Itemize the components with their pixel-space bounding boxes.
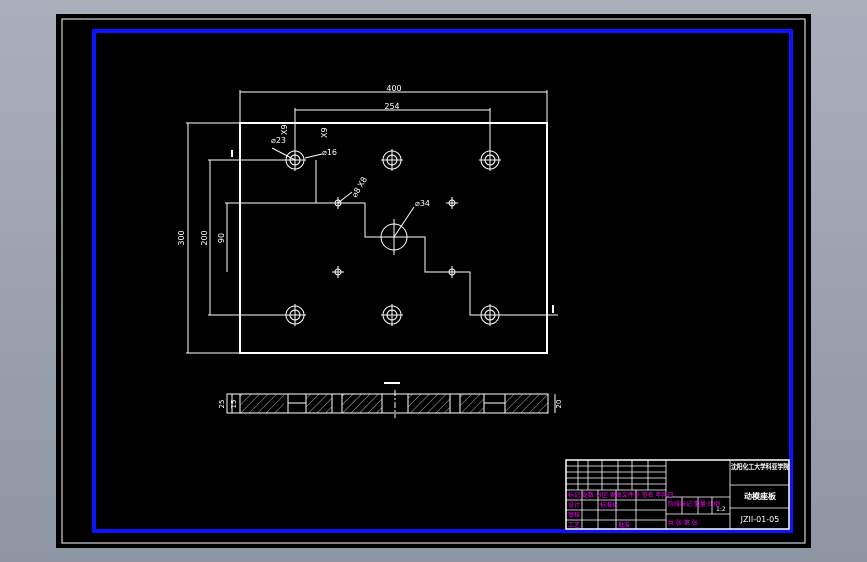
- title-stage-label: 阶段标记 重量 比例: [668, 500, 720, 508]
- title-review-label: 审核: [568, 511, 580, 519]
- callout-center-hole: ⌀34: [415, 199, 430, 208]
- dim-overall-height: 300: [177, 230, 186, 245]
- callout-qty-x9-b: X9: [320, 127, 329, 138]
- title-approve-label: 批准: [618, 521, 630, 529]
- section-view: [226, 382, 556, 418]
- title-sheet-label: 共 张 第 张: [668, 519, 698, 527]
- dim-side-thickness: 25: [218, 400, 226, 409]
- dim-hole-spacing: 254: [384, 102, 399, 111]
- callout-counterbore-inner: ⌀16: [322, 148, 337, 157]
- section-labels: 25 15 20: [218, 400, 563, 409]
- counterbore-hole: [479, 304, 501, 326]
- outer-frame: [61, 18, 806, 544]
- callout-counterbore-outer: ⌀23: [271, 136, 286, 145]
- title-design-label: 设计: [568, 501, 580, 509]
- title-part-name: 动模座板: [744, 491, 777, 501]
- plate-outline: [239, 122, 548, 354]
- title-revision-note: 标记 处数 分区 更改文件号 签名 年月日: [568, 491, 674, 499]
- counterbore-hole: [381, 149, 403, 171]
- callout-qty-x9-a: X9: [280, 124, 289, 135]
- title-drawing-no: JZII-01-05: [740, 515, 780, 524]
- small-hole: [332, 266, 344, 278]
- title-std-label: 标准化: [600, 501, 618, 509]
- dim-side-right: 20: [555, 400, 563, 409]
- counterbore-hole: [381, 304, 403, 326]
- title-block: 标记 处数 分区 更改文件号 签名 年月日 设计 标准化 审核 工艺 批准 阶段…: [565, 459, 790, 530]
- small-hole: [446, 197, 458, 209]
- counterbore-hole: [284, 304, 306, 326]
- counterbore-hole: [479, 149, 501, 171]
- small-hole: [446, 266, 458, 278]
- plan-view: [186, 90, 558, 354]
- title-scale: 1:2: [716, 506, 726, 513]
- inner-frame: [92, 29, 793, 533]
- dim-vertical-200: 200: [200, 230, 209, 245]
- dim-overall-width: 400: [386, 84, 401, 93]
- dim-vertical-90: 90: [217, 233, 226, 243]
- drawing-sheet: [56, 14, 811, 548]
- dim-side-inner: 15: [230, 400, 238, 409]
- title-process-label: 工艺: [568, 521, 580, 529]
- callout-small-hole: ⌀8: [350, 186, 363, 199]
- title-school: 沈阳化工大学科亚学院: [731, 462, 789, 471]
- dimension-labels: 400 254 300 200 90 ⌀23 X9 ⌀16 X9 ⌀8 X8 ⌀…: [177, 84, 430, 246]
